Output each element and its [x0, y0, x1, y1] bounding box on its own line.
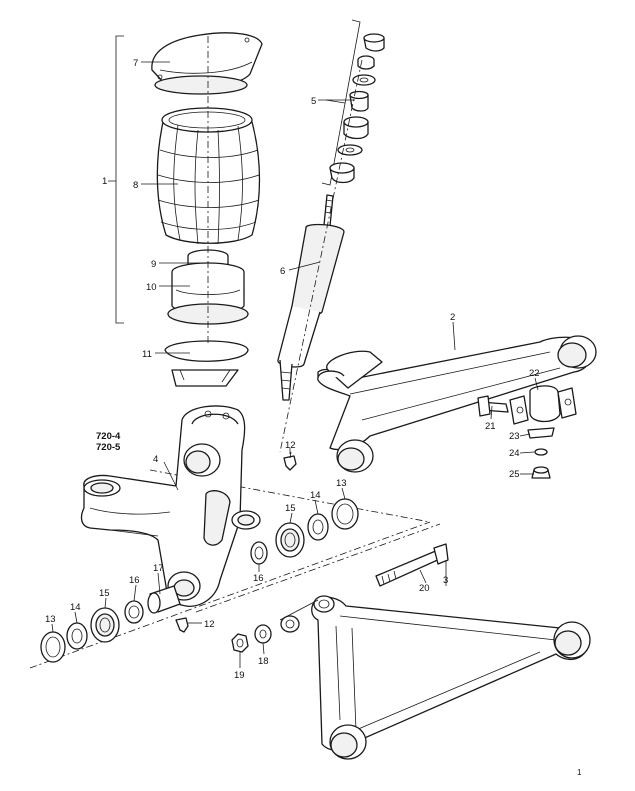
- label-24: 24: [509, 448, 520, 459]
- label-13-left: 13: [45, 614, 56, 625]
- label-5: 5: [311, 96, 316, 107]
- part-15-bearing-left: [90, 607, 120, 643]
- page-number: 1: [577, 768, 582, 777]
- label-ref-720-5: 720-5: [96, 442, 121, 453]
- label-12-top: 12: [285, 440, 296, 451]
- part-2-upper-wishbone: [317, 335, 597, 473]
- part-3-lower-wishbone: [279, 595, 591, 760]
- centerline-shock: [279, 59, 363, 453]
- label-16-right: 16: [253, 573, 264, 584]
- part-12-grease-nipple-b: [175, 617, 189, 633]
- group-1-bracket: [108, 35, 124, 324]
- part-7-top-plate: [151, 32, 263, 95]
- part-17-spindle: [147, 585, 181, 614]
- part-13-ring-right: [331, 498, 359, 530]
- group-5-bracket: [321, 19, 361, 186]
- part-22-bushing-bolt: [477, 385, 577, 479]
- label-16-left: 16: [129, 575, 140, 586]
- label-20: 20: [419, 583, 430, 594]
- label-22: 22: [529, 368, 540, 379]
- part-11-base-plate: [164, 340, 249, 387]
- part-14-ring-left: [66, 622, 88, 650]
- part-4-steering-knuckle: [80, 405, 261, 607]
- label-12-bottom: 12: [204, 619, 215, 630]
- label-6: 6: [280, 266, 285, 277]
- leader-lines: [51, 61, 539, 668]
- label-15-left: 15: [99, 588, 110, 599]
- label-23: 23: [509, 431, 520, 442]
- label-15-right: 15: [285, 503, 296, 514]
- label-18: 18: [258, 656, 269, 667]
- label-1: 1: [102, 176, 107, 187]
- label-19: 19: [234, 670, 245, 681]
- part-16-seal-left: [124, 600, 144, 624]
- lower-arm-axis: [195, 523, 441, 613]
- part-15-bearing-right: [275, 522, 305, 558]
- label-21: 21: [485, 421, 496, 432]
- part-13-ring-left: [40, 631, 66, 663]
- label-7: 7: [133, 58, 138, 69]
- label-3: 3: [443, 575, 448, 586]
- label-8: 8: [133, 180, 138, 191]
- part-16-seal-right: [250, 541, 268, 565]
- label-2: 2: [450, 312, 455, 323]
- label-14-right: 14: [310, 490, 321, 501]
- label-11: 11: [142, 349, 152, 360]
- label-ref-720-4: 720-4: [96, 431, 121, 442]
- part-6-shock-absorber: [277, 194, 345, 401]
- label-13-right: 13: [336, 478, 347, 489]
- label-4: 4: [153, 454, 158, 465]
- part-18-washer: [254, 624, 272, 644]
- part-5-mounting-kit: [329, 33, 385, 184]
- hub-axis-bottom: [29, 521, 431, 669]
- part-8-air-bellows: [156, 107, 261, 245]
- label-10: 10: [146, 282, 157, 293]
- label-9: 9: [151, 259, 156, 270]
- label-17: 17: [153, 563, 164, 574]
- part-12-grease-nipple-a: [283, 448, 297, 471]
- part-20-pivot-bolt: [375, 543, 449, 587]
- part-14-ring-right: [307, 513, 329, 541]
- part-19-nut: [231, 633, 249, 653]
- label-14-left: 14: [70, 602, 81, 613]
- label-25: 25: [509, 469, 520, 480]
